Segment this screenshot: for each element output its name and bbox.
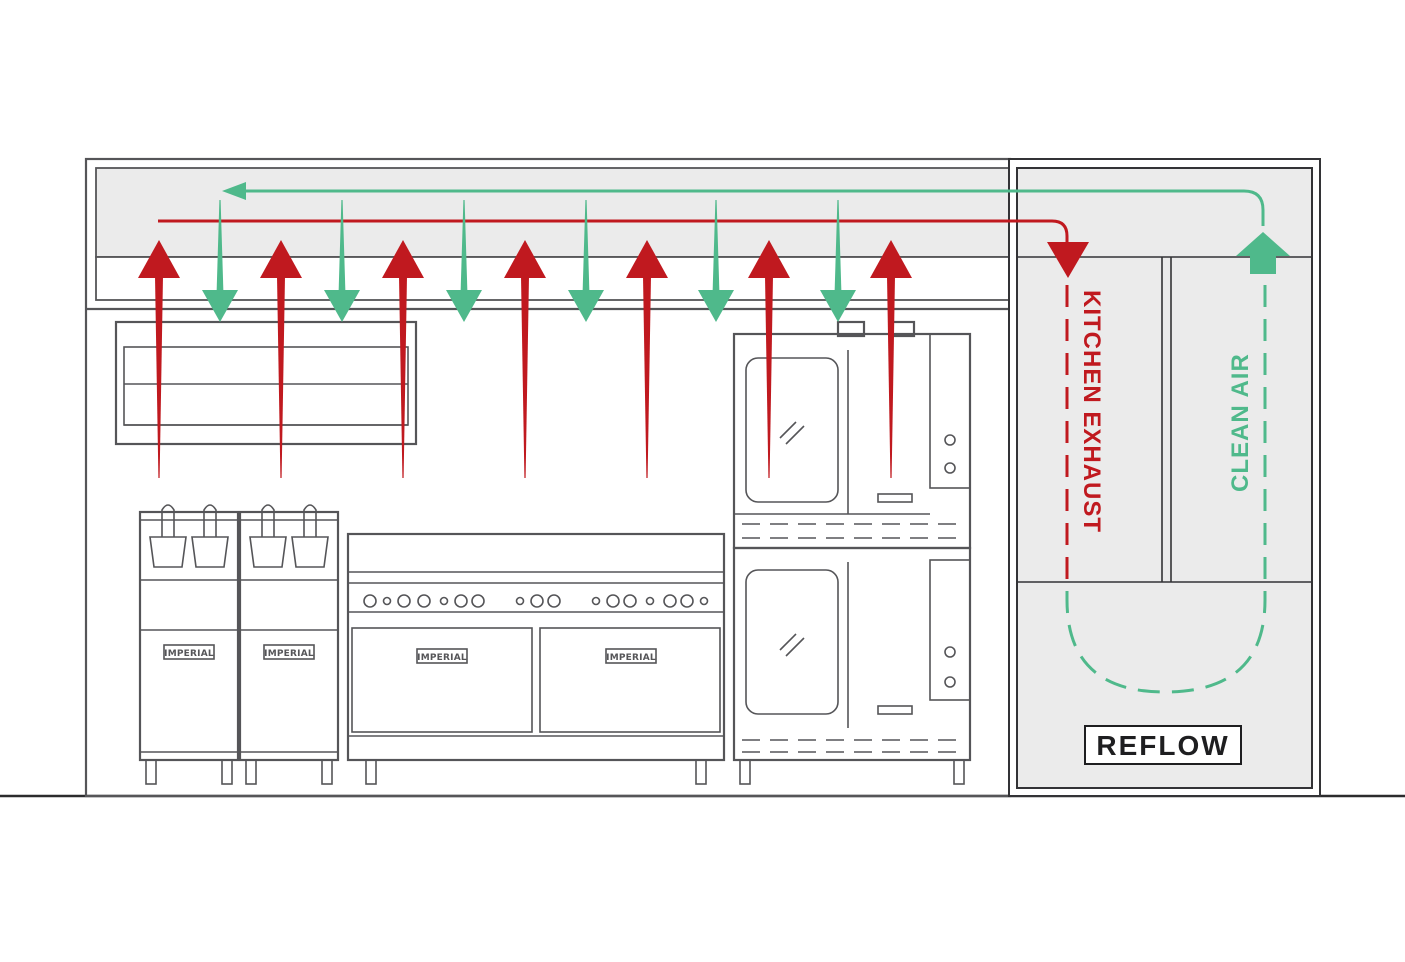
clean-air-return-path <box>222 182 1265 226</box>
exhaust-duct-path <box>158 219 1089 278</box>
reflow-logo: REFLOW <box>1096 730 1229 761</box>
clean-air-arrow-shaft <box>834 200 842 292</box>
arrow-up-icon <box>504 240 546 278</box>
clean-air-up-arrow-icon <box>1236 232 1290 256</box>
range-knob <box>471 594 485 608</box>
range-knob <box>382 596 392 606</box>
range-knob <box>515 596 525 606</box>
clean-air-arrow-shaft <box>712 200 720 292</box>
clean-air-arrow-shaft <box>460 200 468 292</box>
reflow-filter-loop <box>1065 280 1267 694</box>
arrow-up-icon <box>626 240 668 278</box>
range-knob <box>363 594 377 608</box>
arrow-down-icon <box>698 290 734 322</box>
arrow-up-icon <box>382 240 424 278</box>
arrow-up-icon <box>870 240 912 278</box>
exhaust-down-arrow-icon <box>1047 242 1089 278</box>
fryer-left-brand: IMPERIAL <box>164 649 214 659</box>
convection-oven-stack <box>732 320 972 785</box>
clean-air-arrow-shaft <box>338 200 346 292</box>
exhaust-arrow-shaft <box>277 276 285 478</box>
kitchen-exhaust-label: KITCHEN EXHAUST <box>1078 290 1105 533</box>
range-brand-right: IMPERIAL <box>606 653 656 663</box>
fryer-right-brand: IMPERIAL <box>264 649 314 659</box>
fryer-right: IMPERIAL <box>238 504 340 785</box>
arrow-up-icon <box>748 240 790 278</box>
arrow-up-icon <box>138 240 180 278</box>
range-knob <box>417 594 431 608</box>
range-knob <box>699 596 709 606</box>
exhaust-arrow-shaft <box>643 276 651 478</box>
arrow-up-icon <box>260 240 302 278</box>
range-knob <box>454 594 468 608</box>
range-knob <box>623 594 637 608</box>
fryer-left: IMPERIAL <box>138 504 240 785</box>
range: IMPERIAL IMPERIAL <box>346 532 726 785</box>
range-knob <box>645 596 655 606</box>
range-knob <box>397 594 411 608</box>
range-knob <box>530 594 544 608</box>
exhaust-arrow-shaft <box>887 276 895 478</box>
range-knob <box>547 594 561 608</box>
arrow-down-icon <box>324 290 360 322</box>
exhaust-arrow-shaft <box>765 276 773 478</box>
exhaust-arrow-shaft <box>521 276 529 478</box>
wall-hood <box>114 320 418 446</box>
arrow-down-icon <box>820 290 856 322</box>
range-knob <box>663 594 677 608</box>
arrow-left-icon <box>222 182 246 200</box>
exhaust-arrow-shaft <box>155 276 163 478</box>
range-knob <box>606 594 620 608</box>
clean-air-label: CLEAN AIR <box>1227 353 1254 492</box>
range-knobs <box>363 594 709 608</box>
reflow-logo-box <box>1084 725 1242 765</box>
arrow-down-icon <box>202 290 238 322</box>
range-brand-left: IMPERIAL <box>417 653 467 663</box>
range-knob <box>591 596 601 606</box>
range-knob <box>680 594 694 608</box>
flow-arrows <box>138 200 912 478</box>
arrow-down-icon <box>568 290 604 322</box>
range-knob <box>439 596 449 606</box>
arrow-down-icon <box>446 290 482 322</box>
clean-air-arrow-shaft <box>582 200 590 292</box>
exhaust-arrow-shaft <box>399 276 407 478</box>
clean-air-arrow-shaft <box>216 200 224 292</box>
